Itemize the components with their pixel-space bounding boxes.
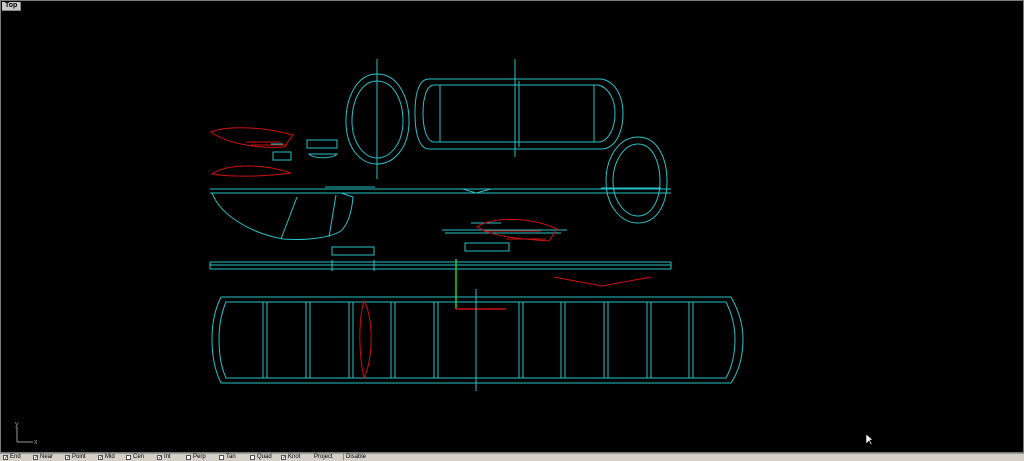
osnap-cen-label: Cen: [133, 454, 145, 460]
viewport-label-tab[interactable]: Top: [2, 2, 22, 11]
osnap-int-checkbox[interactable]: ✓: [157, 455, 163, 461]
osnap-mid-checkbox[interactable]: ✓: [98, 455, 104, 461]
viewport-canvas[interactable]: y x: [1, 1, 1023, 452]
osnap-near-checkbox[interactable]: ✓: [33, 455, 39, 461]
fuselage-former-rear[interactable]: [605, 136, 668, 224]
project-button[interactable]: Project: [314, 454, 333, 460]
osnap-end-label: End: [10, 454, 21, 460]
osnap-perp-label: Perp: [193, 454, 206, 460]
red-line-right[interactable]: [553, 276, 652, 287]
stabilizer-strip[interactable]: [209, 260, 672, 271]
red-rib[interactable]: [359, 299, 372, 380]
osnap-cen-checkbox[interactable]: [126, 455, 131, 460]
axis-icon-x-label: x: [34, 439, 38, 446]
osnap-near-label: Near: [40, 454, 54, 460]
osnap-point-label: Point: [72, 454, 86, 460]
osnap-perp-checkbox[interactable]: [186, 455, 191, 460]
osnap-int-label: Int: [164, 454, 171, 460]
osnap-knot-checkbox[interactable]: ✓: [281, 455, 287, 461]
wing-ribs[interactable]: [262, 302, 694, 378]
osnap-tan-checkbox[interactable]: [219, 455, 224, 460]
osnap-end-checkbox[interactable]: ✓: [3, 455, 9, 461]
red-part-left[interactable]: [209, 127, 294, 177]
fuselage-former-top[interactable]: [345, 59, 410, 179]
mid-part[interactable]: [331, 222, 567, 256]
axis-icon: [16, 427, 33, 443]
osnap-mid-label: Mid: [105, 454, 115, 460]
disable-button[interactable]: Disable: [343, 454, 368, 460]
osnap-tan-label: Tan: [226, 454, 236, 460]
osnap-toolbar: ✓End ✓Near ✓Point ✓Mid Cen ✓Int Perp Tan…: [0, 453, 1024, 461]
osnap-point-checkbox[interactable]: ✓: [65, 455, 71, 461]
small-rects-left[interactable]: [271, 139, 339, 161]
fuselage-side-view[interactable]: [210, 186, 671, 240]
axis-icon-y-label: y: [15, 421, 19, 428]
red-part-mid[interactable]: [476, 218, 558, 242]
osnap-knot-label: Knot: [288, 454, 301, 460]
mouse-cursor-icon: [866, 434, 874, 446]
wing-plan[interactable]: [211, 289, 744, 391]
fuselage-top-view[interactable]: [414, 59, 624, 157]
osnap-quad-checkbox[interactable]: [250, 455, 255, 460]
osnap-quad-label: Quad: [257, 454, 272, 460]
